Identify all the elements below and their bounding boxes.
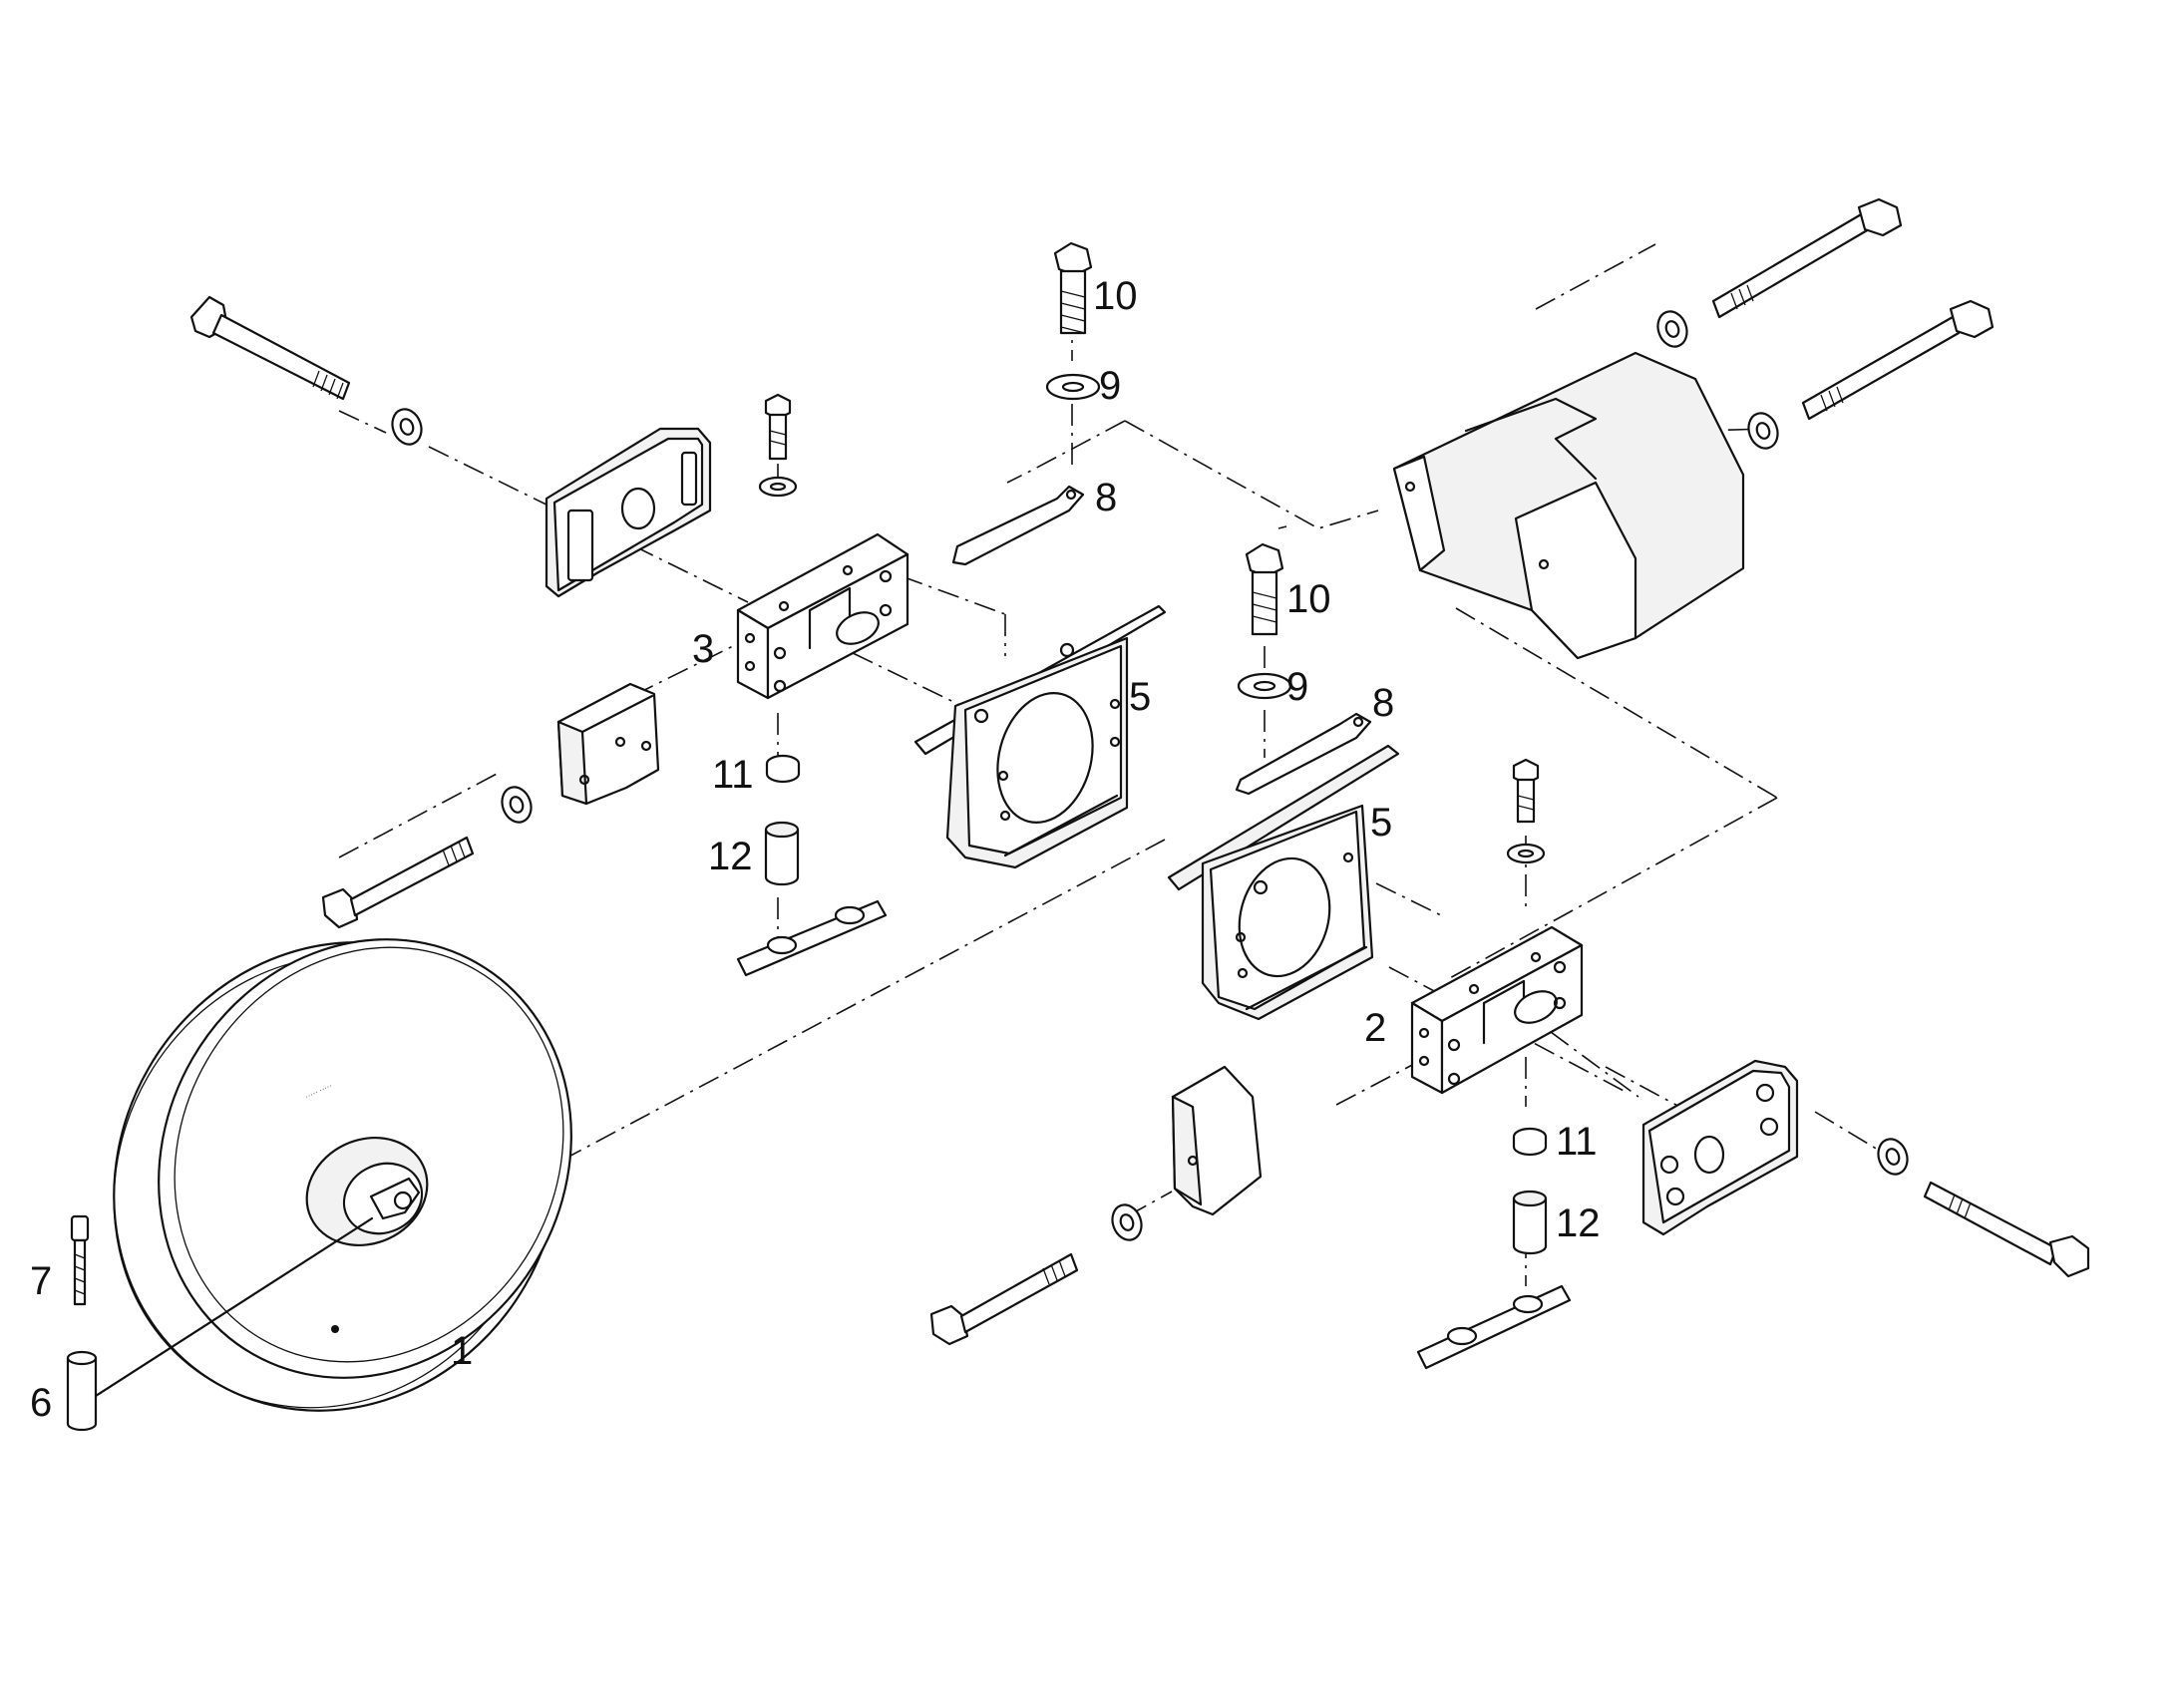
callout-labels: 1 2 3 5 5 6 7 8 8 9 9 10 10 11 11 12 12 xyxy=(30,274,1601,1425)
guide-frame-part-5-left xyxy=(913,604,1167,869)
washer-part-9-left xyxy=(1045,373,1101,401)
callout-8-right: 8 xyxy=(1372,681,1394,725)
callout-8-left: 8 xyxy=(1095,476,1117,519)
callout-10-left: 10 xyxy=(1093,274,1138,318)
long-bolt-upper-right-2 xyxy=(1801,299,1995,421)
washer-part-9-right xyxy=(1237,672,1292,700)
callout-9-left: 9 xyxy=(1099,364,1121,408)
lower-plate-left xyxy=(736,899,888,977)
callout-9-right: 9 xyxy=(1286,665,1308,709)
small-bolt-right xyxy=(1506,758,1546,864)
bolt-part-10-left xyxy=(1053,241,1093,335)
callout-5-right: 5 xyxy=(1370,801,1392,845)
callout-1: 1 xyxy=(451,1329,473,1373)
bushing-part-12-left xyxy=(764,821,800,886)
long-bolt-lower-left xyxy=(321,836,475,929)
callout-12-left: 12 xyxy=(708,835,753,878)
bracket-block-lower-left xyxy=(556,682,660,806)
screw-part-7 xyxy=(70,1214,90,1306)
callout-11-left: 11 xyxy=(712,753,754,797)
long-bolt-upper-left xyxy=(189,295,351,401)
mounting-block-part-3 xyxy=(736,532,909,700)
long-bolt-upper-right-1 xyxy=(1711,197,1903,319)
guide-frame-part-5-right xyxy=(1167,744,1400,1021)
washer-lower-right xyxy=(1877,1138,1909,1176)
callout-2: 2 xyxy=(1364,1006,1386,1050)
bracket-block-lower-middle xyxy=(1171,1065,1263,1216)
long-bolt-lower-middle xyxy=(929,1252,1079,1346)
shim-part-8-left xyxy=(951,485,1085,566)
mounting-block-part-2 xyxy=(1410,925,1584,1095)
bolt-part-10-right xyxy=(1245,542,1284,636)
washer-upper-left xyxy=(391,408,423,446)
long-bolt-lower-right xyxy=(1923,1181,2090,1278)
bracket-plate-lower-right xyxy=(1641,1059,1799,1236)
small-bolt-upper xyxy=(758,393,798,498)
washer-lower-middle xyxy=(1111,1203,1143,1241)
shim-part-8-right xyxy=(1235,712,1372,796)
callout-6: 6 xyxy=(30,1381,52,1425)
callout-11-right: 11 xyxy=(1556,1120,1598,1164)
callout-5-left: 5 xyxy=(1129,675,1151,719)
callout-7: 7 xyxy=(30,1259,52,1303)
lower-plate-right xyxy=(1416,1284,1572,1370)
washer-lower-left xyxy=(501,786,533,824)
callout-10-right: 10 xyxy=(1286,577,1331,621)
bushing-part-6 xyxy=(66,1216,374,1432)
washer-upper-right-2 xyxy=(1747,412,1779,450)
callout-12-right: 12 xyxy=(1556,1201,1601,1245)
cover-housing-upper-right xyxy=(1392,351,1745,660)
bushing-part-12-right xyxy=(1512,1190,1548,1255)
idler-wheel-part-1: ····· ····· xyxy=(113,938,572,1412)
callout-3: 3 xyxy=(692,627,714,671)
ring-part-11-right xyxy=(1512,1127,1548,1157)
ring-part-11-left xyxy=(765,754,801,784)
bracket-plate-upper-left xyxy=(545,427,712,598)
washer-upper-right-1 xyxy=(1656,310,1688,348)
